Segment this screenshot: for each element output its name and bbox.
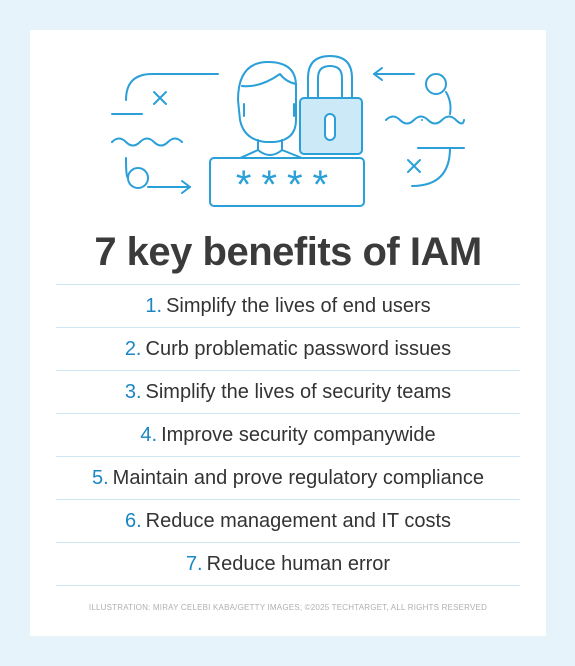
- benefit-list: 1.Simplify the lives of end users 2.Curb…: [56, 284, 520, 586]
- password-field-icon: [209, 157, 365, 207]
- benefit-item: 2.Curb problematic password issues: [56, 327, 520, 370]
- benefit-number: 2.: [124, 338, 142, 360]
- benefit-number: 7.: [185, 553, 203, 575]
- benefit-number: 6.: [124, 510, 142, 532]
- padlock-icon: [299, 55, 363, 155]
- benefit-text: Curb problematic password issues: [145, 338, 452, 360]
- benefit-text: Simplify the lives of end users: [166, 295, 431, 317]
- left-cycle-icon: [111, 73, 219, 194]
- password-mask: ****: [236, 163, 338, 207]
- benefit-item: 4.Improve security companywide: [56, 413, 520, 456]
- benefit-number: 1.: [145, 295, 163, 317]
- benefit-text: Maintain and prove regulatory compliance: [112, 467, 484, 489]
- benefit-text: Improve security companywide: [161, 424, 436, 446]
- benefit-number: 4.: [140, 424, 158, 446]
- benefit-text: Reduce management and IT costs: [145, 510, 452, 532]
- benefit-text: Reduce human error: [206, 553, 391, 575]
- benefit-number: 3.: [124, 381, 142, 403]
- benefit-number: 5.: [91, 467, 109, 489]
- infographic-card: **** 7 key benefits of IAM 1.Simplify th…: [30, 30, 546, 636]
- right-cycle-icon: [373, 67, 465, 187]
- benefit-item: 5.Maintain and prove regulatory complian…: [56, 456, 520, 499]
- benefit-item: 7.Reduce human error: [56, 542, 520, 586]
- benefit-text: Simplify the lives of security teams: [145, 381, 452, 403]
- image-credit: ILLUSTRATION: MIRAY CELEBI KABA/GETTY IM…: [88, 603, 488, 612]
- iam-illustration: ****: [111, 55, 465, 207]
- page-title: 7 key benefits of IAM: [94, 230, 482, 274]
- benefit-item: 1.Simplify the lives of end users: [56, 284, 520, 327]
- benefit-item: 3.Simplify the lives of security teams: [56, 370, 520, 413]
- benefit-item: 6.Reduce management and IT costs: [56, 499, 520, 542]
